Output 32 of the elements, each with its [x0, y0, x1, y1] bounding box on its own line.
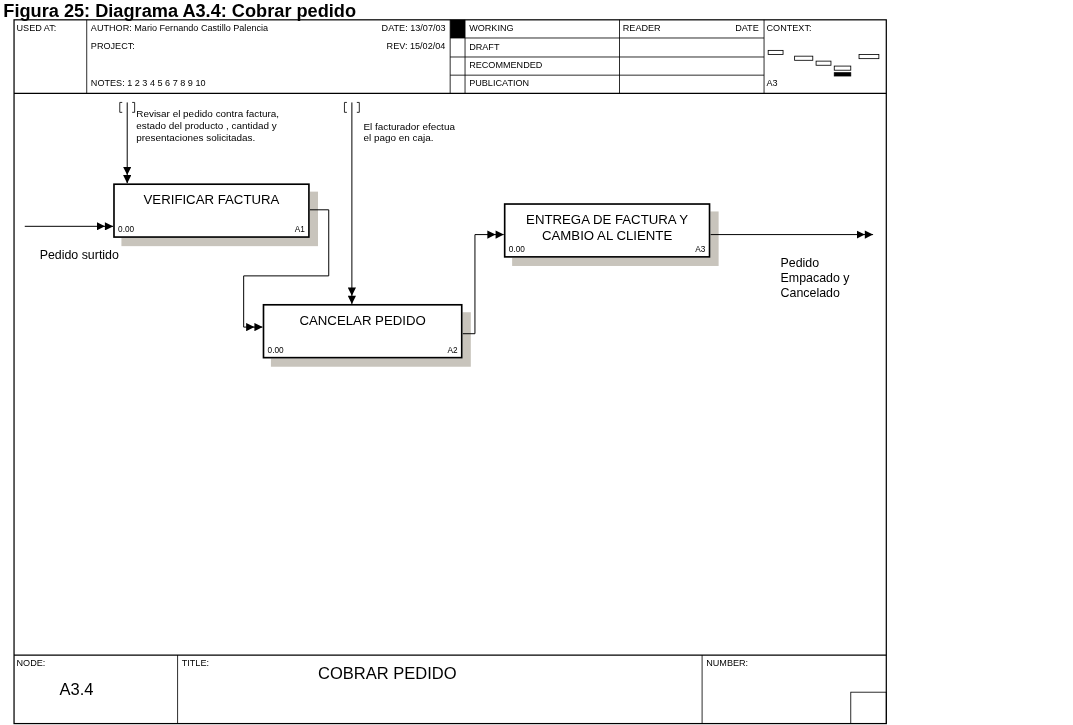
- node-title-text: COBRAR PEDIDO: [318, 664, 457, 684]
- number-label: NUMBER:: [706, 657, 749, 668]
- status-label: DRAFT: [469, 41, 500, 52]
- form-field-label: USED AT:: [16, 22, 57, 33]
- project-field: PROJECT:: [90, 40, 135, 51]
- activity-name: ENTREGA DE FACTURA Y CAMBIO AL CLIENTE: [525, 211, 690, 244]
- author-field: AUTHOR: Mario Fernando Castillo Palencia: [90, 22, 269, 33]
- activity-name: CANCELAR PEDIDO: [298, 312, 427, 329]
- activity-name: VERIFICAR FACTURA: [142, 191, 281, 208]
- activity-number: A1: [294, 224, 305, 234]
- date-label: DATE: [735, 22, 759, 33]
- context-node-label: A3: [766, 77, 778, 89]
- activity-number: A2: [447, 345, 458, 355]
- figure-title: Figura 25: Diagrama A3.4: Cobrar pedido: [3, 0, 357, 21]
- activity-cost: 0.00: [508, 244, 525, 254]
- date-field: DATE: 13/07/03: [381, 22, 446, 33]
- context-label: CONTEXT:: [766, 22, 812, 33]
- reader-label: READER: [622, 22, 661, 33]
- title-label: TITLE:: [181, 657, 209, 668]
- activity-number: A3: [695, 244, 706, 254]
- node-number: A3.4: [59, 680, 94, 700]
- activity-cost: 0.00: [118, 224, 135, 234]
- activity-box: [262, 303, 463, 359]
- node-label: NODE:: [16, 657, 46, 668]
- revision-field: REV: 15/02/04: [386, 40, 446, 51]
- activity-cost: 0.00: [267, 345, 284, 355]
- status-label: WORKING: [469, 22, 514, 33]
- activity-box: [113, 183, 310, 238]
- status-label: RECOMMENDED: [469, 59, 543, 70]
- activity-box: [503, 203, 711, 258]
- notes-field: NOTES: 1 2 3 4 5 6 7 8 9 10: [90, 77, 206, 89]
- status-label: PUBLICATION: [469, 77, 530, 89]
